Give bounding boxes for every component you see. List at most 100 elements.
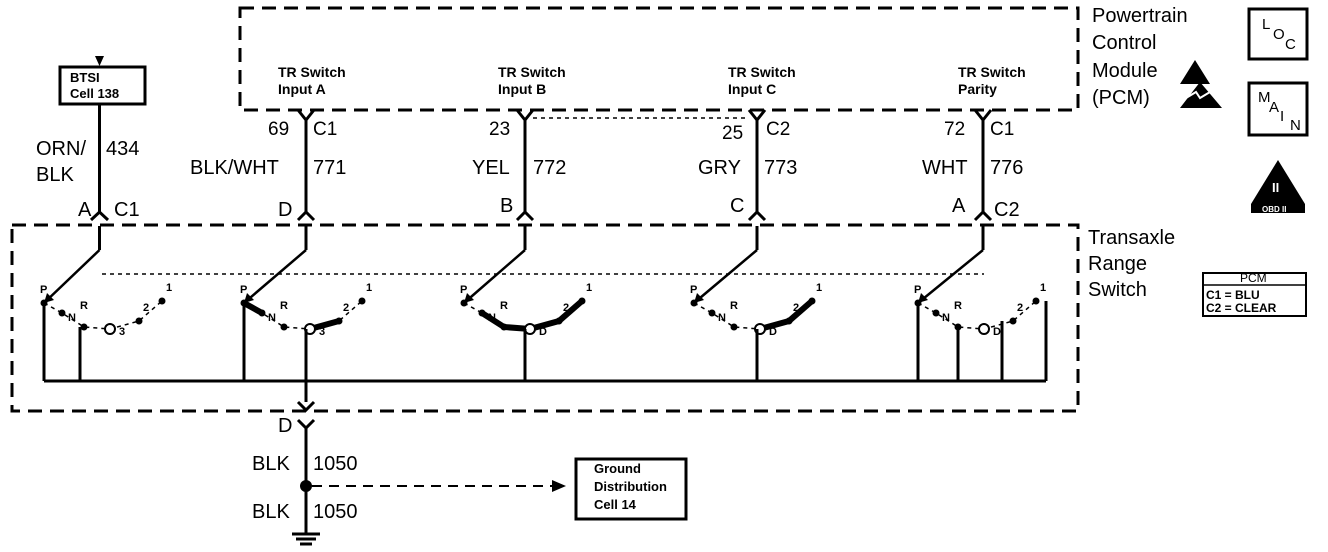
switch-contact	[730, 323, 738, 331]
pcm-title: Powertrain Control Module (PCM)	[1092, 5, 1188, 109]
transaxle-title-line-3: Switch	[1088, 279, 1147, 301]
ground-dist-line-1: Ground	[594, 461, 641, 476]
wire-772-color: YEL	[472, 157, 510, 179]
main-symbol: M A I N	[1247, 81, 1309, 137]
switch-contact	[708, 309, 716, 317]
btsi-line-2: Cell 138	[70, 86, 119, 101]
pcm-legend-c2: C2 = CLEAR	[1206, 301, 1277, 315]
wire-434-color-2: BLK	[36, 164, 74, 186]
switch-contact	[335, 317, 343, 325]
ground-wire-2-circuit: 1050	[313, 501, 358, 523]
switch-position-label: D	[769, 326, 777, 338]
switch-position-label: 1	[586, 282, 592, 294]
pcm-title-line-1: Powertrain	[1092, 5, 1188, 27]
switch-contact	[58, 309, 66, 317]
pcm-connector-legend: PCM C1 = BLU C2 = CLEAR	[1202, 271, 1307, 317]
switch-position-label: P	[460, 284, 467, 296]
transaxle-title-line-2: Range	[1088, 253, 1147, 275]
ground-distribution-arrow-icon	[552, 480, 566, 492]
switch-contact	[280, 323, 288, 331]
wire-773-circuit: 773	[764, 157, 797, 179]
switch-position-label: 1	[166, 282, 172, 294]
switch-contact	[808, 297, 816, 305]
svg-text:A: A	[1269, 99, 1279, 116]
switch-position-label: N	[718, 312, 726, 324]
ground-dist-line-3: Cell 14	[594, 497, 637, 512]
switch-position-label: 2	[793, 302, 799, 314]
pin-69: 69	[268, 119, 289, 140]
switch-position-label: 2	[563, 302, 569, 314]
switch-position-label: R	[954, 300, 962, 312]
ground-terminal: D	[278, 415, 292, 437]
switch-contact	[578, 297, 586, 305]
esd-warning-icon	[1180, 60, 1222, 108]
btsi-reference: BTSI Cell 138	[58, 56, 147, 106]
switch-position-label: D	[993, 326, 1001, 338]
ground-dist-line-2: Distribution	[594, 479, 667, 494]
wires	[89, 104, 993, 222]
switch-contact	[258, 309, 266, 317]
switch-arm	[463, 249, 526, 304]
input-parity-line-1: TR Switch	[958, 64, 1026, 80]
pcm-box	[238, 6, 1080, 112]
switch-contact	[158, 297, 166, 305]
terminal-a-c2-connector: C2	[994, 199, 1020, 221]
terminal-c: C	[730, 195, 744, 217]
input-c-line-2: Input C	[728, 81, 776, 97]
input-a-line-1: TR Switch	[278, 64, 346, 80]
switch-position-label: R	[730, 300, 738, 312]
input-parity-line-2: Parity	[958, 81, 997, 97]
pin-23: 23	[489, 119, 510, 140]
input-a-line-2: Input A	[278, 81, 326, 97]
switch-arm	[693, 249, 758, 304]
switch-contact	[932, 309, 940, 317]
obd-ii-icon: II OBD II	[1251, 160, 1305, 214]
loc-symbol: L O C	[1247, 7, 1309, 61]
switch-position-label: 1	[816, 282, 822, 294]
wire-771-circuit: 771	[313, 157, 346, 179]
ground-wire-1-color: BLK	[252, 453, 290, 475]
switch-position-label: N	[68, 312, 76, 324]
terminal-b: B	[500, 195, 513, 217]
svg-text:O: O	[1273, 26, 1285, 43]
wire-434-circuit: 434	[106, 138, 139, 160]
pcm-title-line-2: Control	[1092, 32, 1156, 54]
pcm-title-line-4: (PCM)	[1092, 87, 1150, 109]
input-b-line-1: TR Switch	[498, 64, 566, 80]
wire-776-circuit: 776	[990, 157, 1023, 179]
btsi-line-1: BTSI	[70, 70, 100, 85]
pcm-legend-c1: C1 = BLU	[1206, 288, 1260, 302]
transaxle-title-line-1: Transaxle	[1088, 227, 1175, 249]
wire-776-color: WHT	[922, 157, 968, 179]
switch-position-label: D	[539, 326, 547, 338]
wire-773-color: GRY	[698, 157, 741, 179]
switch-position-label: 1	[1040, 282, 1046, 294]
pin-72: 72	[944, 119, 965, 140]
switch-contact-ring	[104, 323, 116, 335]
switch-arm-arrow-icon	[244, 293, 254, 303]
switch-contact	[135, 317, 143, 325]
switch-position-label: 1	[366, 282, 372, 294]
switch-contact	[478, 309, 486, 317]
wire-772-circuit: 772	[533, 157, 566, 179]
switch-arm-arrow-icon	[464, 293, 474, 303]
pin-69-connector: C1	[313, 119, 337, 140]
switch-position-label: P	[40, 284, 47, 296]
switch-position-label: R	[80, 300, 88, 312]
switch-arm	[917, 249, 984, 304]
terminal-a-c1-connector: C1	[114, 199, 140, 221]
terminal-d: D	[278, 199, 292, 221]
switch-position-label: 3	[319, 326, 325, 338]
terminal-a-c1: A	[78, 199, 92, 221]
switch-position-label: 2	[143, 302, 149, 314]
pin-25: 25	[722, 123, 743, 144]
switch-position-label: N	[268, 312, 276, 324]
switch-arm	[43, 249, 101, 304]
switch-contact	[500, 323, 508, 331]
pin-25-connector: C2	[766, 119, 790, 140]
switch-position-label: P	[690, 284, 697, 296]
switch-closed-segment	[757, 298, 815, 332]
ground-wire-1-circuit: 1050	[313, 453, 358, 475]
